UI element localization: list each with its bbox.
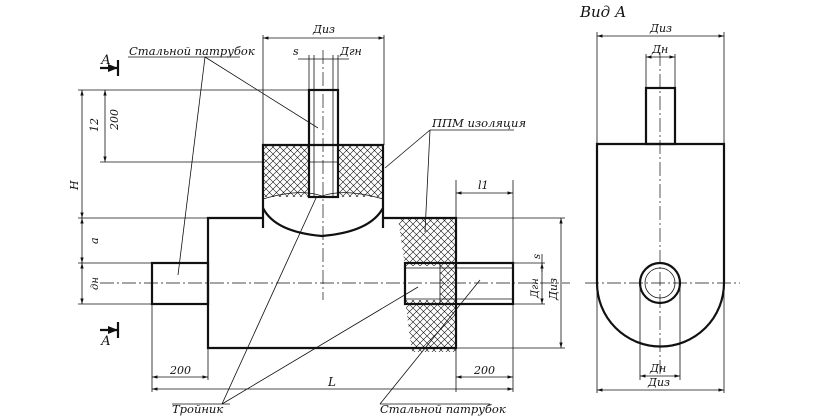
- dim-l1: l1: [478, 179, 489, 192]
- label-steel-pipe-bottom: Стальной патрубок: [380, 402, 506, 416]
- dim-200-vertical: 200: [108, 109, 121, 131]
- label-ppm-insulation: ППМ изоляция: [431, 116, 526, 130]
- dim-s-right: s: [532, 254, 543, 259]
- front-view: А А Стальной патрубок ППМ изоляция Тройн…: [68, 23, 570, 416]
- label-section-a-top: А: [100, 53, 111, 68]
- label-tee: Тройник: [172, 402, 223, 416]
- leader-lines: [128, 56, 514, 405]
- upper-insulation-hatch: [263, 145, 383, 197]
- dim-12: 12: [88, 118, 101, 132]
- dim-L: L: [327, 375, 336, 389]
- upper-steel-pipe: [307, 88, 340, 199]
- side-top-pipe: [644, 86, 677, 146]
- section-marker-bottom: [100, 322, 120, 338]
- dim-a: a: [88, 237, 101, 244]
- dim-200-left: 200: [169, 364, 191, 377]
- dim-diz-top: Диз: [312, 23, 335, 36]
- label-view-a: Вид А: [579, 3, 626, 21]
- dim-dn-left: дн: [90, 277, 101, 290]
- side-view-a: Вид А Диз Дн Дн: [579, 3, 740, 393]
- dim-diz-right: Диз: [547, 278, 560, 301]
- saddle-curve: [262, 207, 384, 238]
- right-insulation-hatch: [398, 218, 456, 352]
- dim-s-top: s: [293, 45, 299, 58]
- label-steel-pipe-top: Стальной патрубок: [129, 44, 255, 58]
- dim-view-dn-bottom: Дн: [649, 362, 666, 375]
- right-steel-pipe: [403, 261, 515, 306]
- left-steel-pipe: [150, 261, 210, 306]
- main-casing: [206, 216, 458, 350]
- dim-view-diz-top: Диз: [649, 22, 672, 35]
- extension-lines: [78, 35, 565, 392]
- section-marker-top: [100, 60, 120, 76]
- side-body: [595, 142, 726, 348]
- dimension-lines: [80, 36, 563, 391]
- dim-view-dn-top: Дн: [651, 43, 668, 56]
- dim-200-right: 200: [473, 364, 495, 377]
- dim-H: H: [68, 180, 81, 191]
- dim-view-diz-bottom: Диз: [647, 376, 670, 389]
- dim-dgn-top: Дгн: [339, 45, 362, 58]
- dim-dgn-right: Дгн: [530, 278, 541, 299]
- label-section-a-bottom: А: [100, 334, 111, 349]
